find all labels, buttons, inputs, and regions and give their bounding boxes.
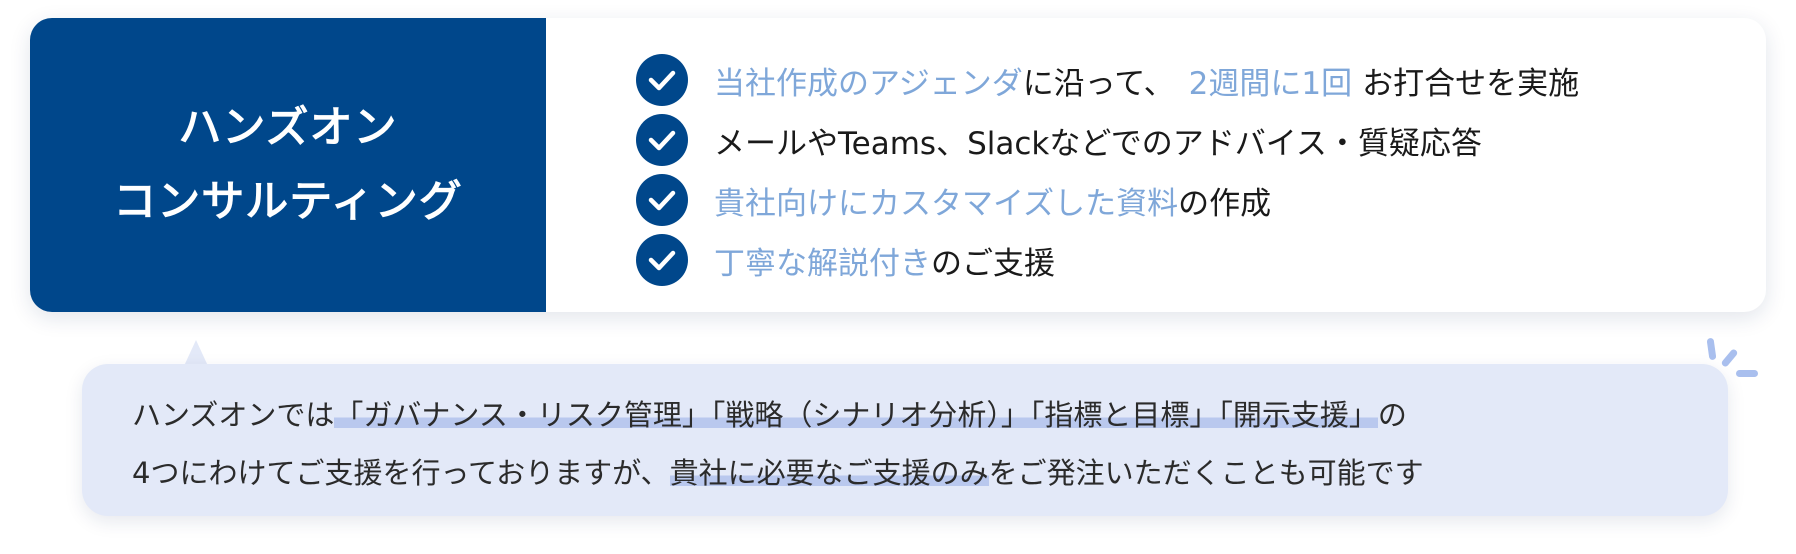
feature-highlight: 貴社向けにカスタマイズした資料 [714,185,1179,222]
bubble-tail [184,340,208,366]
check-circle-icon [636,234,688,286]
bubble-line-1: ハンズオンでは「ガバナンス・リスク管理」「戦略（シナリオ分析）」「指標と目標」「… [132,386,1424,444]
feature-highlight: 丁寧な解説付き [714,245,931,282]
card-label-line2: コンサルティング [113,177,463,227]
feature-text: のご支援 [931,245,1055,282]
feature-text: の作成 [1178,185,1272,222]
speech-bubble: ハンズオンでは「ガバナンス・リスク管理」「戦略（シナリオ分析）」「指標と目標」「… [82,364,1728,516]
check-circle-icon [636,54,688,106]
feature-highlight: 当社作成のアジェンダ [714,65,1023,102]
bubble-line1-tail: の [1377,398,1407,432]
check-circle-icon [636,114,688,166]
bubble-line2-tail: をご発注いただくことも可能です [988,456,1424,490]
feature-item: 丁寧な解説付き のご支援 [636,230,1579,290]
bubble-line1-lead: ハンズオンでは [132,398,335,432]
feature-item: 貴社向けにカスタマイズした資料 の作成 [636,170,1579,230]
bubble-line2-marked: 貴社に必要なご支援のみ [669,456,989,490]
feature-list: 当社作成のアジェンダ に沿って、 2週間に1回 お打合せを実施 メールやTeam… [636,50,1579,290]
bubble-text: ハンズオンでは「ガバナンス・リスク管理」「戦略（シナリオ分析）」「指標と目標」「… [132,386,1424,502]
feature-item: メールやTeams、Slackなどでのアドバイス・質疑応答 [636,110,1579,170]
card-label-line1: ハンズオン [178,103,398,153]
bubble-line1-marked: 「ガバナンス・リスク管理」「戦略（シナリオ分析）」「指標と目標」「開示支援」 [334,398,1378,432]
feature-text: に沿って、 [1022,65,1175,102]
feature-text: メールやTeams、Slackなどでのアドバイス・質疑応答 [714,125,1482,162]
feature-text-tail: お打合せを実施 [1362,65,1580,102]
card-label: ハンズオン コンサルティング [30,18,546,312]
bubble-line-2: 4つにわけてご支援を行っておりますが、貴社に必要なご支援のみをご発注いただくこと… [132,444,1424,502]
check-circle-icon [636,174,688,226]
feature-item: 当社作成のアジェンダ に沿って、 2週間に1回 お打合せを実施 [636,50,1579,110]
bubble-line2-lead: 4つにわけてご支援を行っておりますが、 [132,456,670,490]
consulting-card: ハンズオン コンサルティング 当社作成のアジェンダ に沿って、 2週間に1回 お… [30,18,1766,312]
feature-highlight-2: 2週間に1回 [1188,65,1353,102]
